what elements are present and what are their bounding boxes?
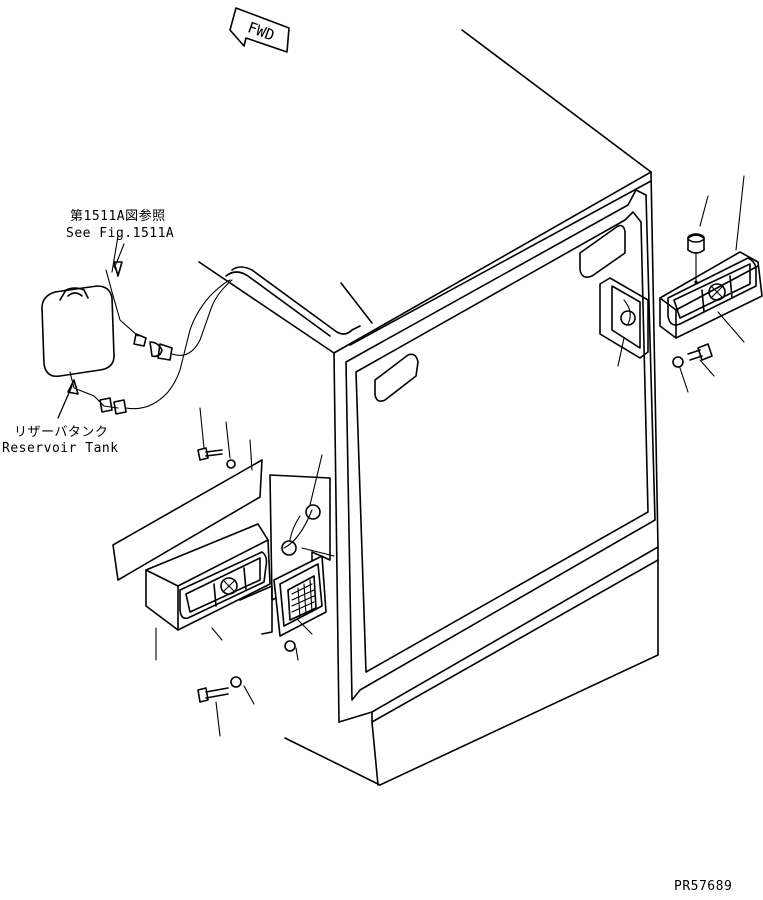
left-fasteners (197, 407, 299, 737)
reference-label-en: See Fig.1511A (66, 226, 175, 241)
reservoir-label-ja: リザーバタンク (14, 425, 109, 440)
right-lamp-assembly (599, 175, 763, 393)
reservoir-label-en: Reservoir Tank (2, 441, 119, 456)
drawing-number: PR57689 (674, 879, 733, 894)
left-lamp-assembly (112, 439, 335, 661)
reservoir-tank (41, 235, 233, 419)
reference-label-ja: 第1511A図参照 (70, 209, 166, 224)
fwd-arrow-icon: FWD (229, 7, 290, 53)
cab-body (198, 29, 659, 786)
